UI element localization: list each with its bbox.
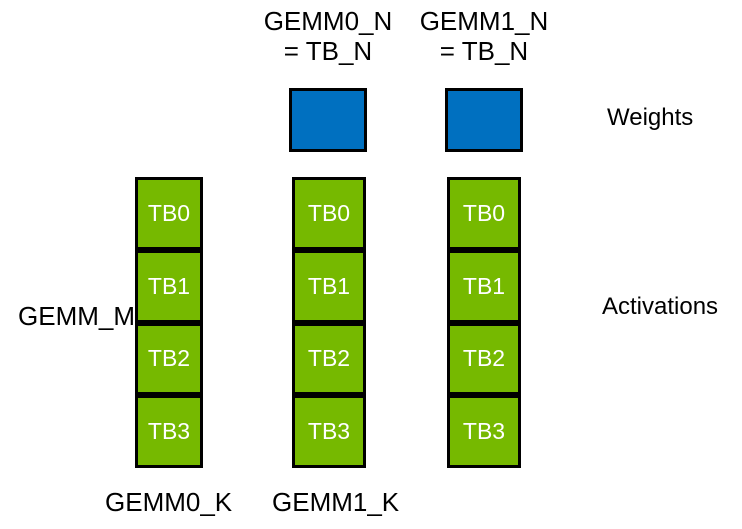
tb-block: TB2 xyxy=(135,322,203,396)
activation-column-2: TB0 TB1 TB2 TB3 xyxy=(447,177,521,468)
gemm0-k-label: GEMM0_K xyxy=(105,487,233,517)
gemm1-n-line1: GEMM1_N xyxy=(419,6,549,36)
activation-column-gemm0: TB0 TB1 TB2 TB3 xyxy=(135,177,203,468)
tb-block: TB0 xyxy=(292,177,366,250)
tb-block: TB1 xyxy=(135,249,203,323)
tb-block: TB0 xyxy=(135,177,203,250)
tb-block: TB1 xyxy=(292,249,366,323)
gemm1-k-label: GEMM1_K xyxy=(272,487,400,517)
gemm1-n-line2: = TB_N xyxy=(439,36,529,66)
tb-block: TB3 xyxy=(292,395,366,468)
tb-block: TB1 xyxy=(447,249,521,323)
gemm0-n-line1: GEMM0_N xyxy=(263,6,393,36)
activation-column-gemm1: TB0 TB1 TB2 TB3 xyxy=(292,177,366,468)
gemm0-n-label: GEMM0_N = TB_N xyxy=(250,6,406,66)
tb-block: TB2 xyxy=(292,322,366,396)
tb-block: TB2 xyxy=(447,322,521,396)
gemm0-n-line2: = TB_N xyxy=(283,36,373,66)
activations-label: Activations xyxy=(602,293,719,320)
tb-block: TB0 xyxy=(447,177,521,250)
weights-label: Weights xyxy=(607,104,694,131)
tb-block: TB3 xyxy=(447,395,521,468)
gemm1-n-label: GEMM1_N = TB_N xyxy=(406,6,562,66)
weights-tile-gemm1 xyxy=(445,88,523,152)
gemm-m-label: GEMM_M xyxy=(18,301,135,331)
tb-block: TB3 xyxy=(135,395,203,468)
weights-tile-gemm0 xyxy=(289,88,367,152)
